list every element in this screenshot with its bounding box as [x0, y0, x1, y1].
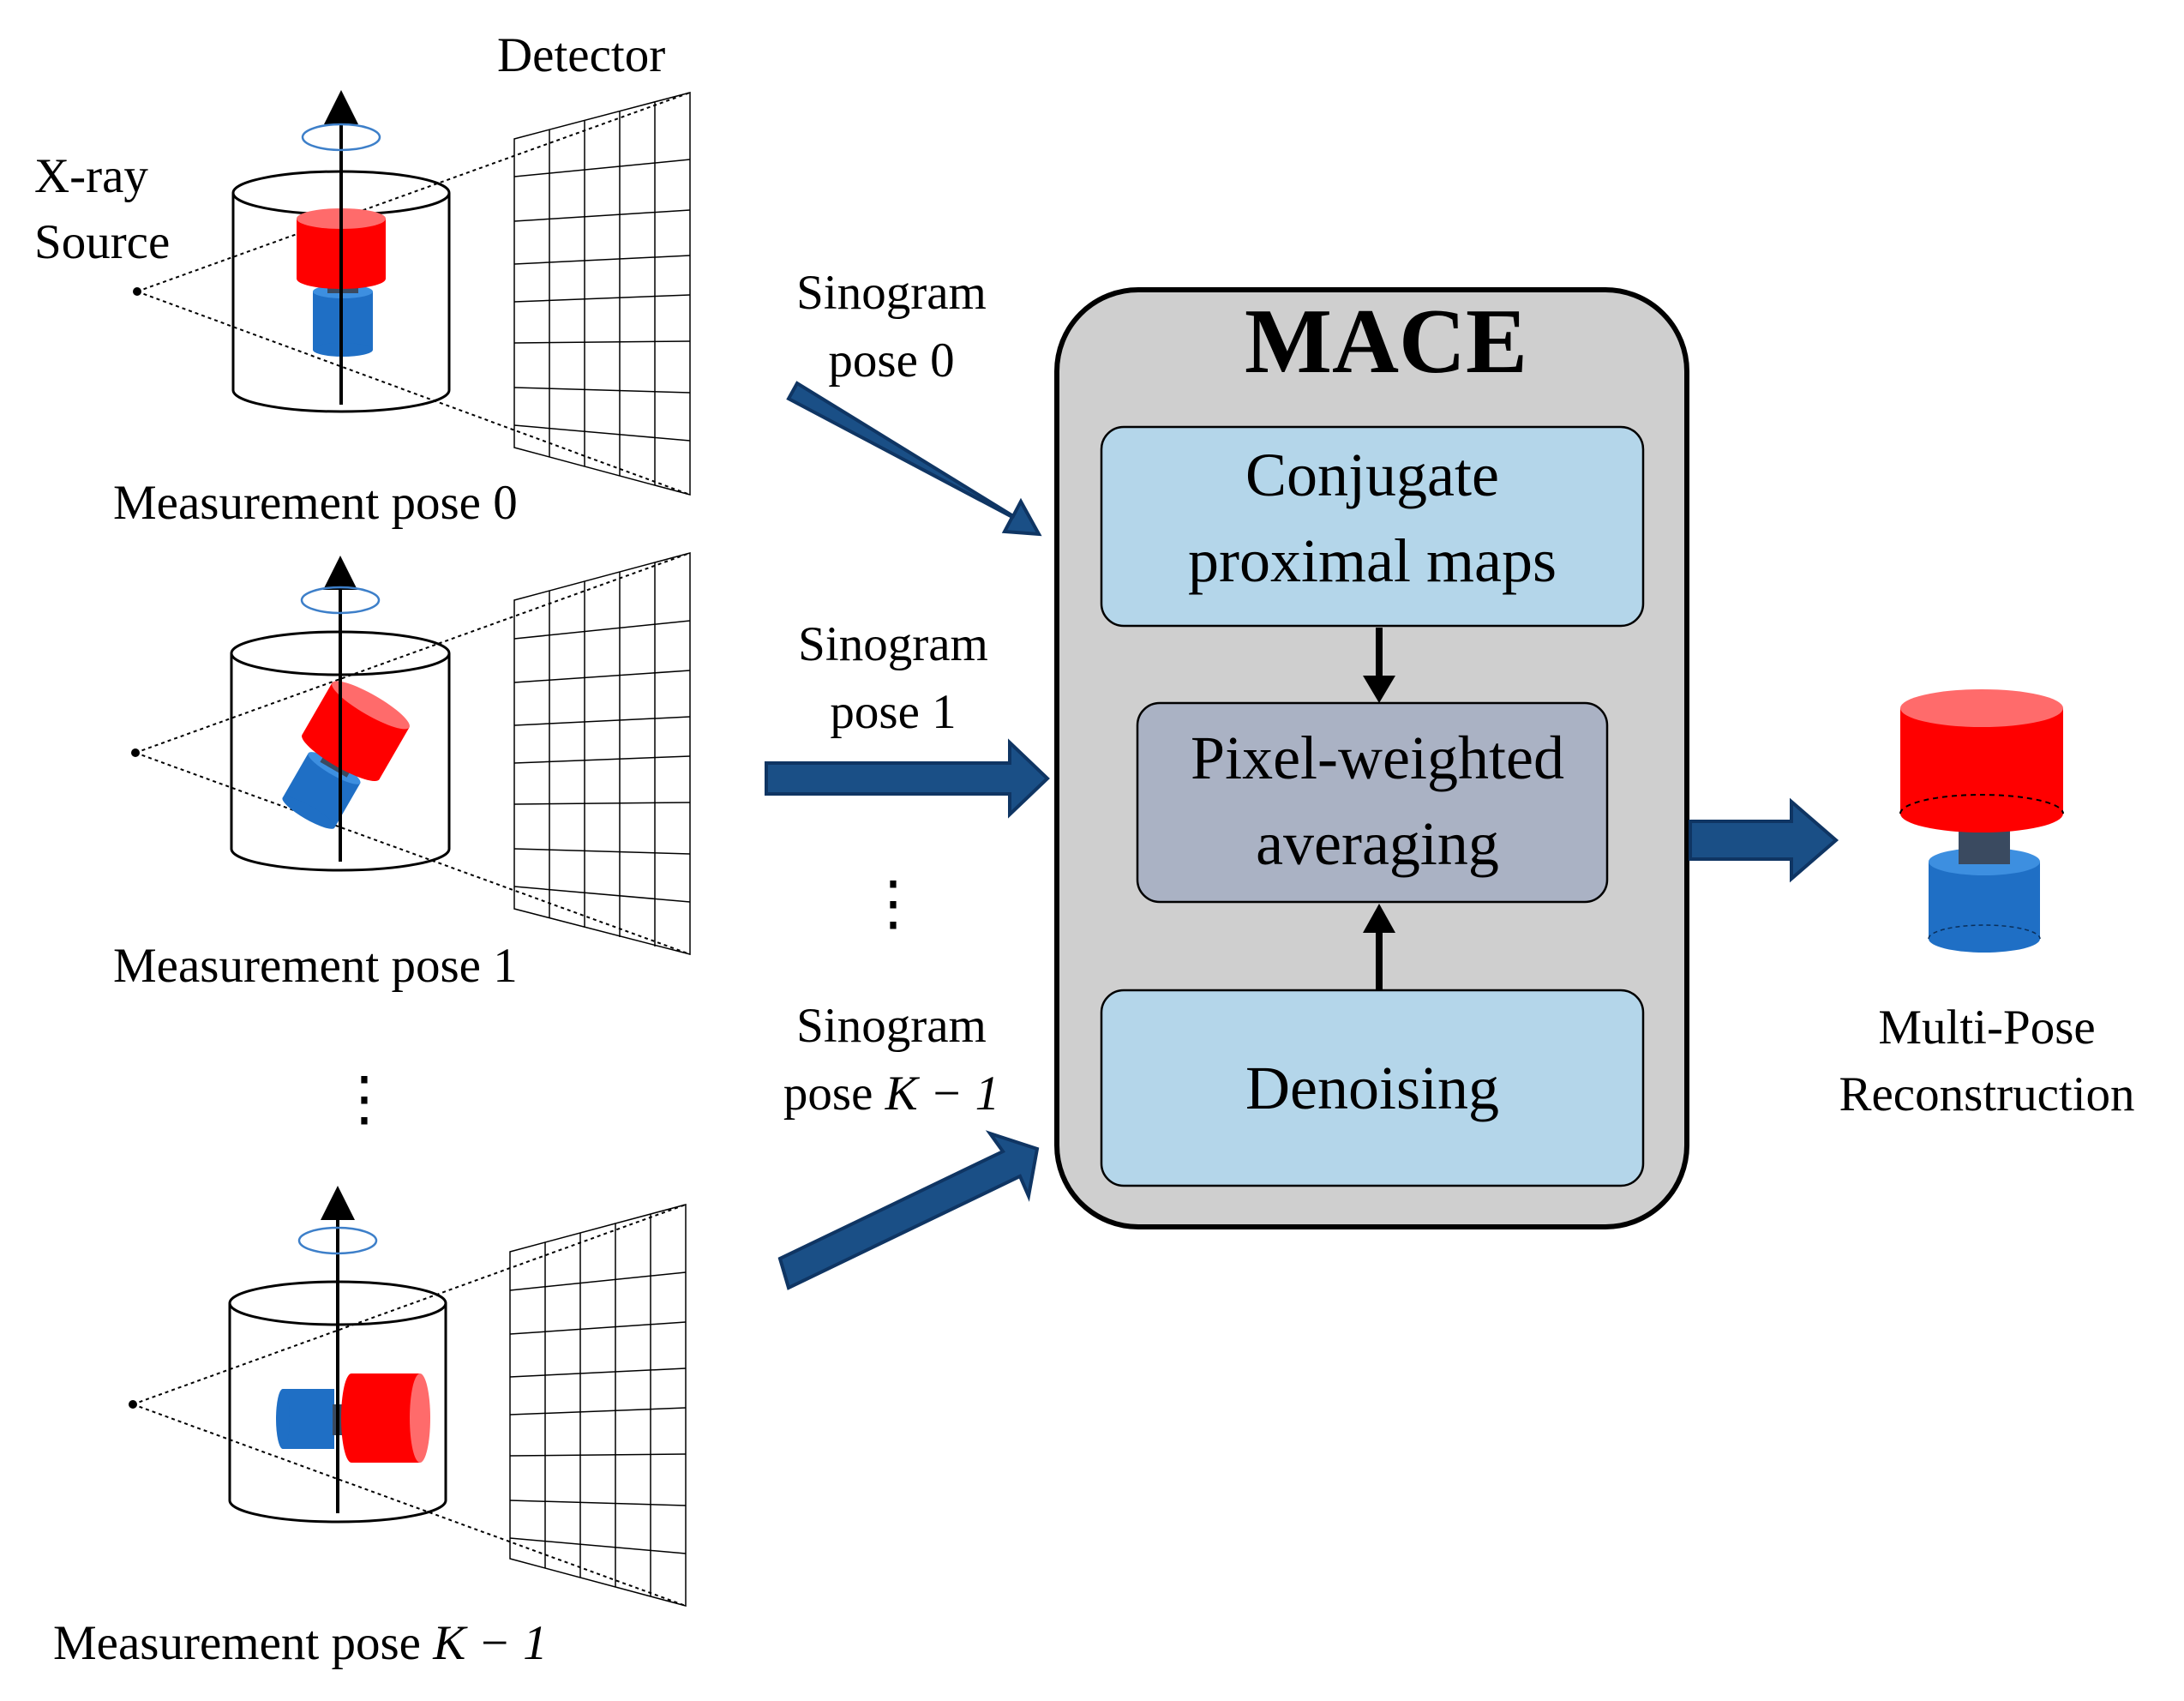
sinogram-0-line1: Sinogram [796, 266, 987, 320]
sinogram-1-line2: pose 1 [830, 688, 956, 736]
pose-1-label: Measurement pose 1 [113, 941, 518, 990]
pose-label-index: 1 [493, 939, 518, 993]
sinogram-index: K − 1 [885, 1067, 1000, 1121]
pose-label-prefix: Measurement pose [113, 939, 494, 993]
pose-k-minus-1-label: Measurement pose K − 1 [53, 1619, 548, 1668]
sinogram-prefix: pose [828, 334, 931, 388]
xray-beam [136, 92, 691, 496]
pose-label-prefix: Measurement pose [113, 476, 494, 530]
sinogram-ellipsis: ⋮ [863, 871, 923, 937]
denoising-box [1100, 989, 1645, 1187]
pixel-weighted-averaging-box [1136, 701, 1609, 904]
averaging-label-line1: Pixel-weighted [1191, 724, 1564, 792]
output-label-line1: Multi-Pose [1878, 1001, 2096, 1055]
pose-label-index: K − 1 [433, 1616, 548, 1670]
sinogram-prefix: pose [830, 685, 933, 739]
conjugate-proximal-maps-box [1100, 425, 1645, 628]
xray-beam [135, 552, 691, 955]
reconstructed-object [1899, 689, 2064, 953]
sinogram-k-minus-1-line1: Sinogram [796, 999, 987, 1053]
object-horizontal [276, 1373, 430, 1463]
conjugate-label-line1: Conjugate [1245, 441, 1499, 509]
pose-0-setup [133, 90, 691, 496]
xray-label: X-ray [34, 149, 148, 203]
sinogram-index: 1 [932, 685, 957, 739]
source-label: Source [34, 215, 171, 269]
xray-source-point [133, 287, 141, 296]
rotation-indicator [301, 123, 381, 152]
arrow-down-to-averaging [1363, 628, 1395, 703]
detector-grid [509, 1204, 687, 1607]
averaging-label-line2: averaging [1256, 809, 1499, 878]
xray-source-point [131, 748, 140, 757]
rotation-indicator [300, 586, 381, 615]
arrow-up-to-averaging [1363, 904, 1395, 990]
pose-k-minus-1-setup [129, 1186, 687, 1607]
rotation-indicator [297, 1226, 378, 1255]
pose-label-prefix: Measurement pose [53, 1616, 434, 1670]
sinogram-arrow-0 [786, 381, 1042, 537]
object-tilted [282, 681, 410, 829]
sinogram-arrow-k-minus-1 [777, 1130, 1040, 1290]
output-label-line2: Reconstruction [1839, 1067, 2135, 1121]
poses-ellipsis: ⋮ [334, 1067, 394, 1133]
sinogram-0-line2: pose 0 [828, 336, 954, 385]
detector-grid [513, 552, 691, 955]
mace-title: MACE [1245, 291, 1527, 393]
pose-label-index: 0 [493, 476, 518, 530]
sinogram-1-line1: Sinogram [798, 617, 988, 671]
xray-source-point [129, 1400, 137, 1409]
detector-grid [513, 92, 691, 496]
xray-beam [132, 1204, 687, 1607]
detector-label: Detector [497, 28, 666, 82]
pose-1-setup [131, 552, 691, 955]
output-arrow [1689, 797, 1839, 883]
denoising-label: Denoising [1245, 1054, 1499, 1122]
sinogram-index: 0 [930, 334, 955, 388]
conjugate-label-line2: proximal maps [1188, 526, 1557, 595]
sinogram-prefix: pose [783, 1067, 885, 1121]
pose-0-label: Measurement pose 0 [113, 478, 518, 527]
sinogram-k-minus-1-line2: pose K − 1 [783, 1069, 999, 1118]
sinogram-arrow-1 [765, 738, 1050, 819]
